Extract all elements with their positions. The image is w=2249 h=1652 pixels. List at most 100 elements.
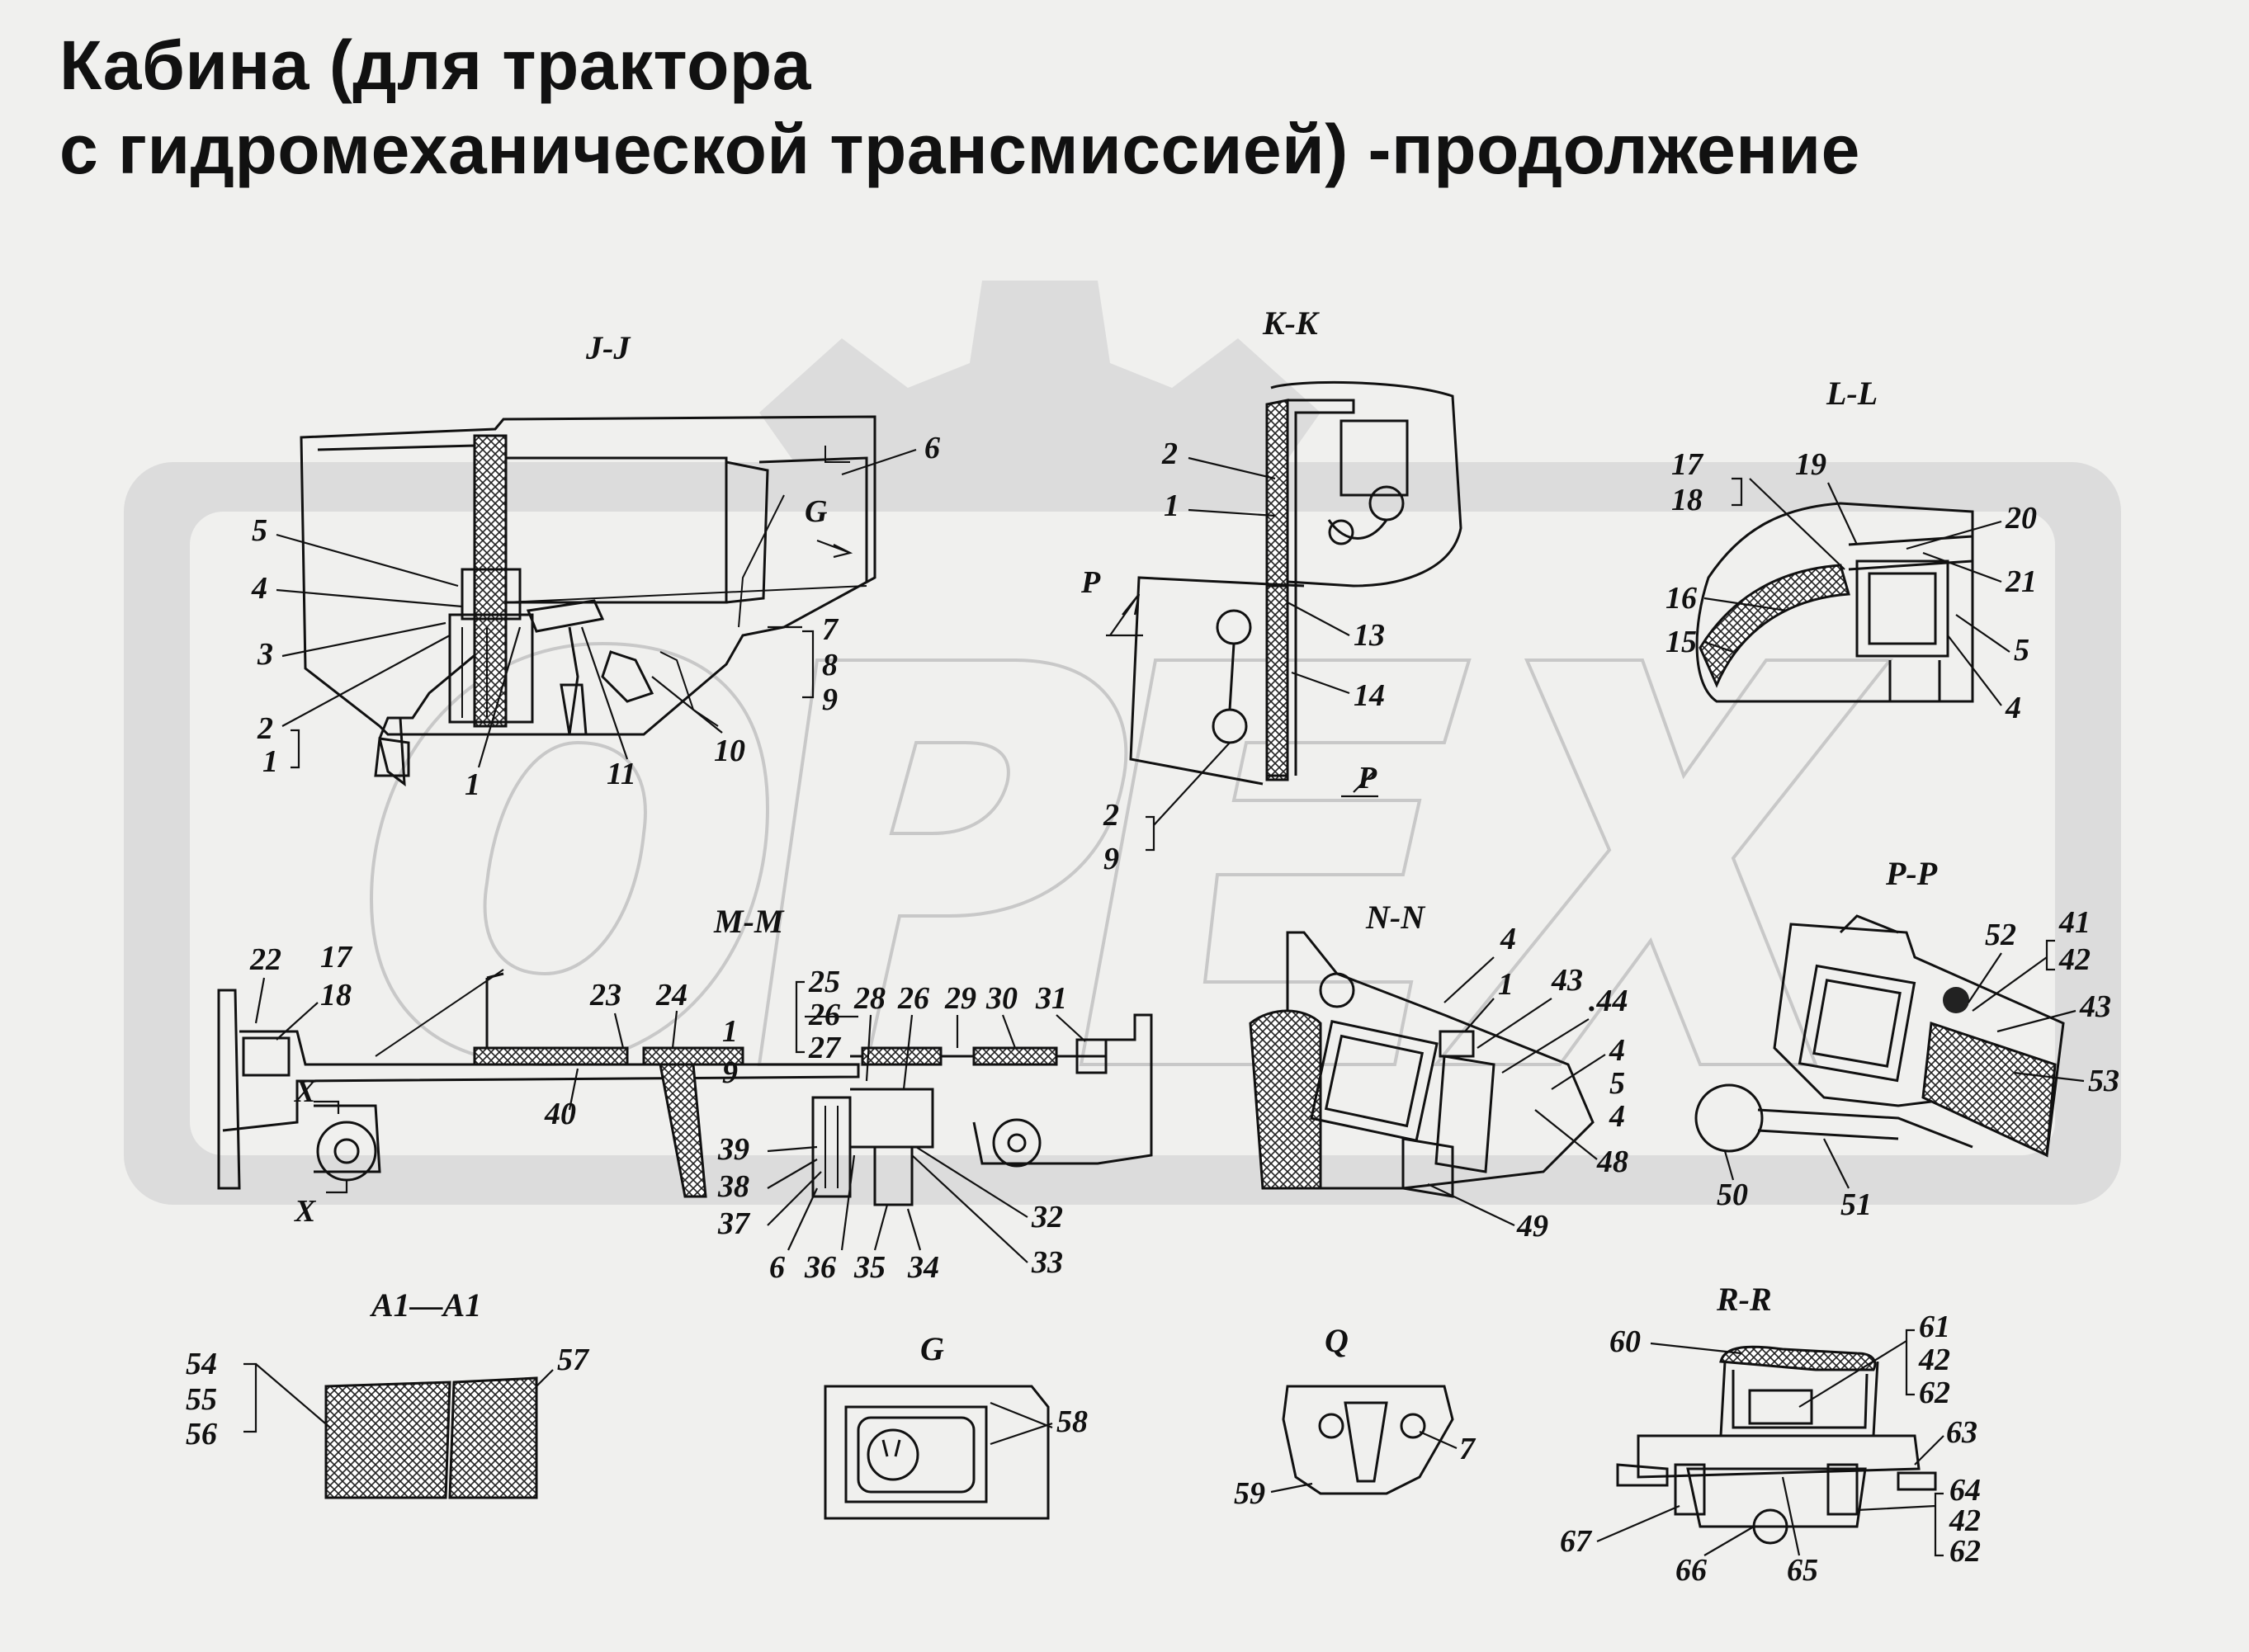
- callout: 1: [1498, 967, 1514, 1002]
- callout: 4: [1609, 1099, 1625, 1134]
- view-label-a1: A1—A1: [369, 1286, 481, 1324]
- callout: 16: [1665, 581, 1697, 616]
- callout: 23: [589, 978, 621, 1012]
- view-label-mm: M-M: [713, 903, 785, 940]
- view-nn: N-N 4 1 43 .44 4 5 4 48 49: [1249, 899, 1628, 1244]
- callout: 17: [1671, 447, 1704, 482]
- callout: 58: [1056, 1404, 1088, 1439]
- callout: 5: [1609, 1066, 1625, 1101]
- callout: 21: [2005, 564, 2037, 599]
- view-label-nn: N-N: [1365, 899, 1426, 936]
- title-line-1: Кабина (для трактора: [59, 26, 811, 104]
- opex-watermark: [124, 281, 2121, 1205]
- callout: 31: [1035, 981, 1067, 1016]
- callout: 52: [1985, 918, 2016, 952]
- page-title: Кабина (для трактора с гидромеханической…: [59, 23, 1860, 192]
- callout: 6: [924, 431, 940, 465]
- callout: 25: [808, 965, 840, 999]
- callout: 66: [1675, 1553, 1707, 1588]
- callout: 43: [1551, 963, 1583, 998]
- watermark-letter-x: [1432, 658, 1894, 1066]
- callout: 56: [186, 1417, 217, 1451]
- callout: 4: [2005, 691, 2021, 725]
- callout: 35: [853, 1250, 886, 1285]
- view-label-ll: L-L: [1826, 375, 1878, 412]
- view-g: G 58: [824, 1330, 1088, 1520]
- callout: 4: [1609, 1033, 1625, 1068]
- callout: 49: [1516, 1209, 1548, 1244]
- callout: 9: [1103, 842, 1119, 876]
- callout: 22: [249, 942, 281, 977]
- callout: 24: [655, 978, 687, 1012]
- callout: 39: [717, 1132, 749, 1167]
- callout: 5: [252, 513, 267, 548]
- callout: 30: [985, 981, 1018, 1016]
- view-kk: K-K 2 1 13 14 P P 2 9: [1080, 304, 1462, 876]
- callout: 42: [1918, 1343, 1950, 1377]
- callout: 33: [1031, 1245, 1063, 1280]
- callout: 15: [1665, 625, 1697, 659]
- callout: 57: [557, 1343, 590, 1377]
- view-label-g: G: [920, 1330, 944, 1367]
- view-rr: R-R 60 61 42 62 63 64 42 62 67 66 65: [1560, 1281, 1981, 1588]
- view-mm: M-M 22 17 18 23 40 24 1 9 X X: [217, 903, 1153, 1285]
- callout: 50: [1717, 1178, 1748, 1212]
- callout: 43: [2079, 989, 2111, 1024]
- view-jj: J-J 6 G 5 4 3 2 1 1 11 10: [251, 329, 940, 802]
- callout: 64: [1949, 1473, 1981, 1508]
- view-pp: P-P 52 41 42 43 53 50 51: [1694, 855, 2119, 1222]
- callout: 60: [1609, 1324, 1641, 1359]
- callout: 62: [1919, 1376, 1950, 1410]
- callout: 26: [808, 998, 840, 1032]
- callout: 61: [1919, 1310, 1950, 1344]
- watermark-letters: [369, 641, 1894, 1067]
- callout: 7: [1459, 1432, 1476, 1466]
- callout: 5: [2014, 633, 2029, 668]
- callout: 48: [1596, 1145, 1628, 1179]
- callout: 19: [1795, 447, 1826, 482]
- callout: 62: [1949, 1534, 1981, 1569]
- callout: 42: [2058, 942, 2091, 977]
- callout: 3: [257, 637, 273, 672]
- callout: 63: [1946, 1415, 1977, 1450]
- callout: 9: [722, 1055, 738, 1090]
- callout: 8: [822, 648, 838, 682]
- callout: 2: [1103, 798, 1119, 833]
- callout: 18: [1671, 483, 1703, 517]
- callout: 32: [1031, 1200, 1063, 1234]
- view-ll: L-L 17 18 19 20 21 16 15 5 4: [1665, 375, 2037, 725]
- section-mark-x-top: X: [294, 1074, 317, 1109]
- callout: 2: [1161, 437, 1178, 471]
- section-mark-g: G: [805, 494, 828, 529]
- callout: 36: [804, 1250, 836, 1285]
- callout: 7: [822, 612, 839, 647]
- callout: 14: [1354, 678, 1385, 713]
- callout: 41: [2058, 905, 2091, 940]
- view-q: Q 7 59: [1234, 1322, 1476, 1511]
- watermark-letter-p: [757, 658, 1128, 1066]
- callout: 55: [186, 1382, 217, 1417]
- callout: 1: [465, 767, 480, 802]
- callout: 18: [320, 978, 352, 1012]
- callout: 38: [717, 1169, 749, 1204]
- callout: 53: [2088, 1064, 2119, 1098]
- callout: 1: [262, 744, 278, 779]
- view-label-kk: K-K: [1262, 304, 1320, 342]
- callout: 4: [1500, 922, 1516, 956]
- callout: 26: [897, 981, 929, 1016]
- callout: 13: [1354, 618, 1385, 653]
- watermark-letter-e: [1079, 658, 1472, 1066]
- callout: 20: [2005, 501, 2037, 536]
- callout: 27: [808, 1031, 842, 1065]
- callout: 37: [717, 1206, 751, 1241]
- callout: 6: [769, 1250, 785, 1285]
- callout: 1: [722, 1014, 738, 1049]
- callout: 67: [1560, 1524, 1593, 1559]
- section-mark-x-bottom: X: [294, 1194, 317, 1229]
- callout: 11: [607, 757, 636, 791]
- callout: 51: [1840, 1187, 1872, 1222]
- callout: 2: [257, 711, 273, 746]
- view-a1: A1—A1 54 55 56 57: [186, 1286, 590, 1499]
- callout: 29: [944, 981, 976, 1016]
- callout: 34: [907, 1250, 939, 1285]
